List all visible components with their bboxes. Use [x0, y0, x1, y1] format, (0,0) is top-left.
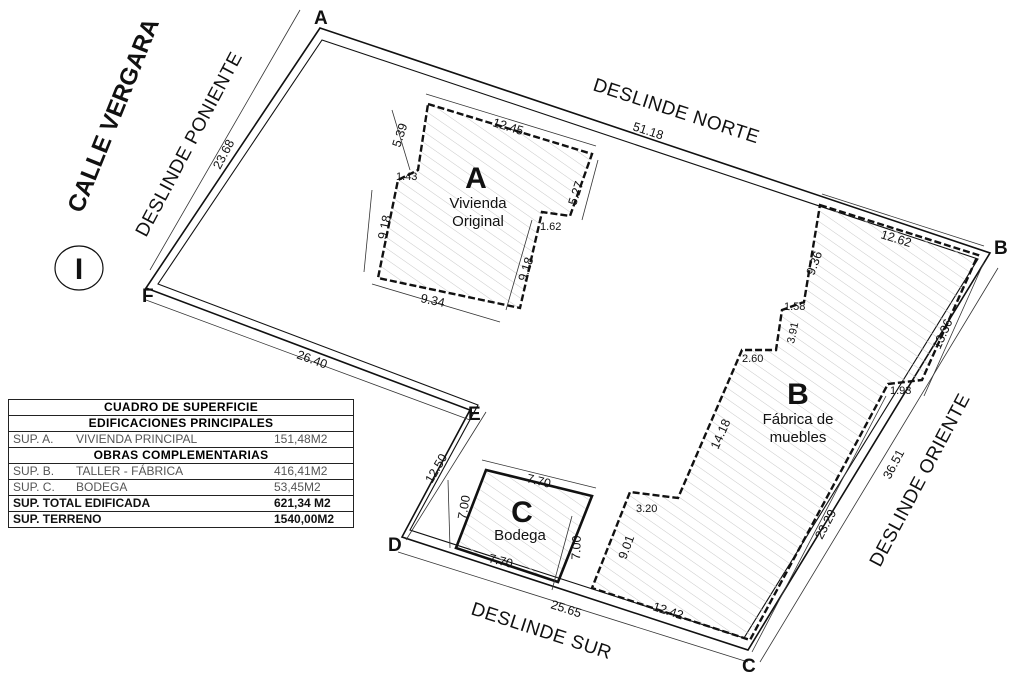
vertex-b: B	[994, 238, 1008, 259]
land-area-value: 1540,00M2	[270, 511, 354, 528]
compass-north-label: I	[75, 253, 83, 286]
building-b	[590, 193, 985, 653]
building-c-name: Bodega	[494, 527, 546, 544]
side-south-label: DESLINDE SUR	[468, 599, 614, 664]
building-a-name-2: Original	[452, 213, 504, 230]
side-north-label: DESLINDE NORTE	[590, 75, 761, 149]
dim-south: 25.65	[549, 598, 583, 621]
land-area-label: SUP. TERRENO	[8, 511, 270, 528]
building-a-dim-notch: 1.43	[396, 171, 417, 183]
dim-north: 51.18	[631, 120, 665, 143]
building-b-dim-left-mid: 3.91	[785, 321, 801, 344]
dim-east: 36.51	[880, 447, 907, 481]
row-label: BODEGA	[72, 479, 270, 496]
row-label: TALLER - FÁBRICA	[72, 463, 270, 480]
row-label: VIVIENDA PRINCIPAL	[72, 431, 270, 448]
building-a	[363, 93, 599, 323]
building-c-letter: C	[511, 496, 533, 529]
row-code: SUP. A.	[8, 431, 72, 448]
building-c-dim-bottom: 7.70	[487, 551, 514, 570]
building-c	[447, 459, 597, 591]
building-a-name-1: Vivienda	[449, 195, 507, 212]
lot-boundary	[144, 27, 992, 651]
building-c-dim-right: 7.00	[569, 535, 584, 560]
building-b-name-2: muebles	[770, 429, 827, 446]
total-built-value: 621,34 M2	[270, 495, 354, 512]
building-c-dim-top: 7.70	[525, 471, 552, 490]
vertex-c: C	[742, 656, 756, 677]
dim-ed: 12.50	[422, 451, 450, 485]
area-table-section-extra: OBRAS COMPLEMENTARIAS	[8, 447, 354, 464]
building-a-letter: A	[465, 162, 487, 195]
building-c-dim-left: 7.00	[455, 494, 473, 520]
vertex-d: D	[388, 535, 402, 556]
table-row-total-built: SUP. TOTAL EDIFICADA 621,34 M2	[8, 495, 354, 512]
building-a-dim-right-notch: 1.62	[540, 221, 561, 233]
building-b-dim-step1: 1.58	[784, 301, 805, 313]
row-value: 416,41M2	[270, 463, 354, 480]
total-built-label: SUP. TOTAL EDIFICADA	[8, 495, 270, 512]
vertex-f: F	[142, 286, 154, 307]
lot-dimension-lines	[145, 9, 999, 663]
building-b-dim-step3: 3.20	[636, 503, 657, 515]
table-row: SUP. C. BODEGA 53,45M2	[8, 479, 354, 496]
building-a-dim-bottom: 9.34	[419, 291, 446, 310]
row-value: 151,48M2	[270, 431, 354, 448]
row-code: SUP. C.	[8, 479, 72, 496]
area-table: CUADRO DE SUPERFICIE EDIFICACIONES PRINC…	[8, 399, 354, 528]
dim-west: 23.68	[210, 137, 237, 171]
side-east-label: DESLINDE ORIENTE	[866, 390, 975, 570]
building-b-name-1: Fábrica de	[763, 411, 834, 428]
row-value: 53,45M2	[270, 479, 354, 496]
table-row: SUP. B. TALLER - FÁBRICA 416,41M2	[8, 463, 354, 480]
building-b-dim-step2: 2.60	[742, 353, 763, 365]
table-row-land: SUP. TERRENO 1540,00M2	[8, 511, 354, 528]
compass: I	[54, 245, 104, 291]
row-code: SUP. B.	[8, 463, 72, 480]
dim-fe: 26.40	[295, 348, 329, 372]
vertex-a: A	[314, 8, 328, 29]
building-a-dim-left-top: 5.39	[390, 121, 411, 149]
building-a-dim-left: 9.18	[375, 214, 394, 241]
vertex-e: E	[468, 404, 481, 425]
area-table-title: CUADRO DE SUPERFICIE	[8, 399, 354, 416]
building-b-letter: B	[787, 378, 809, 411]
building-b-dim-right-step: 1.93	[890, 385, 911, 397]
area-table-section-main: EDIFICACIONES PRINCIPALES	[8, 415, 354, 432]
street-label: CALLE VERGARA	[63, 15, 165, 217]
table-row: SUP. A. VIVIENDA PRINCIPAL 151,48M2	[8, 431, 354, 448]
